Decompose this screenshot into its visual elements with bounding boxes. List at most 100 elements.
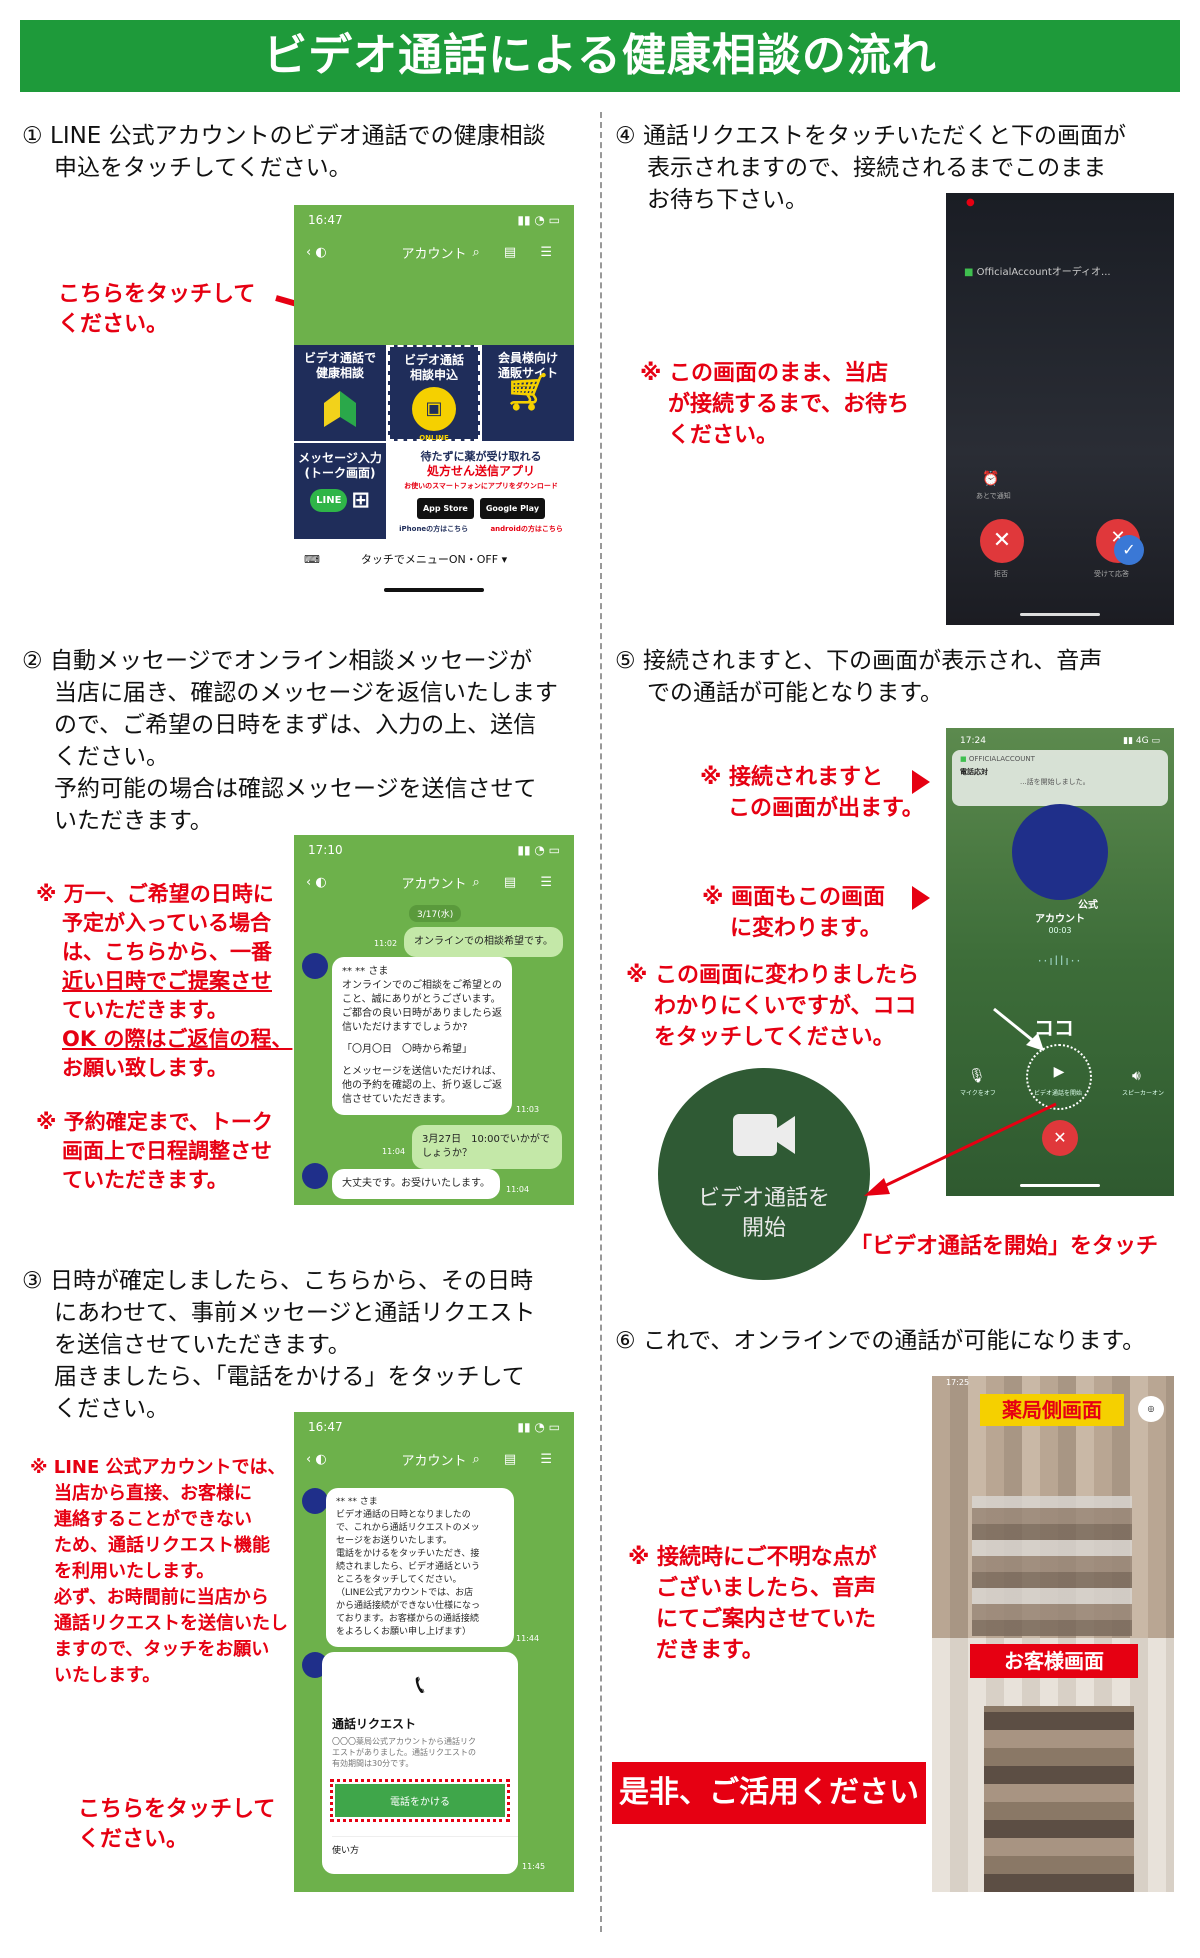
phone-screenshot-menu: 16:47▮▮ ◔ ▭ ‹ ◐アカウント⌕ ▤ ☰ ビデオ通話で 健康相談 ビデ… — [294, 205, 574, 610]
chat-time: 11:45 — [522, 1862, 546, 1871]
zoomed-video-button[interactable]: ビデオ通話を 開始 — [658, 1068, 870, 1280]
step6-line: これで、オンラインでの通話が可能になります。 — [643, 1328, 1146, 1354]
back-icon[interactable]: ‹ ◐ — [306, 1451, 327, 1467]
note-line: わかりにくいですが、ココ — [654, 994, 917, 1019]
decline-button[interactable]: ✕ — [980, 519, 1024, 563]
notif-title: 電話応対 — [960, 768, 988, 776]
google-play-badge[interactable]: Google Play — [479, 498, 546, 519]
mute-label: マイクをオフ — [960, 1090, 996, 1097]
speaker-icon[interactable]: 🔊︎ — [1132, 1068, 1141, 1084]
note-line: だきます。 — [656, 1638, 764, 1663]
note-line: に変わります。 — [730, 916, 882, 941]
callout-arrow-head — [912, 770, 930, 794]
note-line: OK の際はご返信の程、 — [62, 1027, 293, 1051]
nav-actions-icon[interactable]: ⌕ ▤ ☰ — [472, 1451, 562, 1467]
menu-cell-shop[interactable]: 会員様向け 通販サイト 🛒︎ — [482, 345, 574, 441]
cta-banner: 是非、ご活用ください — [612, 1762, 926, 1824]
step3-line: を送信させていただきます。 — [54, 1332, 351, 1358]
bubble-line: 「〇月〇日 〇時から希望」 — [342, 1044, 472, 1055]
online-tag: ONLINE — [419, 434, 449, 442]
menu-cell-video-consult[interactable]: ビデオ通話で 健康相談 — [294, 345, 386, 441]
menu-cell-prescription-app[interactable]: 待たずに薬が受け取れる 処方せん送信アプリ お使いのスマートフォンにアプリをダウ… — [388, 443, 574, 539]
step1-callout: こちらをタッチして ください。 — [58, 280, 255, 340]
chat-time: 11:44 — [516, 1634, 540, 1643]
menu-cell-message[interactable]: メッセージ入力 (トーク画面) LINE ⊞ — [294, 443, 386, 539]
chat-bubble-user: 3月27日 10:00でいかがでしょうか？ — [412, 1125, 562, 1169]
note-line: ※ 接続されますと — [700, 765, 884, 790]
bubble-line: オンラインでのご相談をご希望との — [342, 980, 502, 991]
step3-line: にあわせて、事前メッセージと通話リクエスト — [54, 1300, 536, 1326]
usage-link[interactable]: 使い方 — [332, 1836, 518, 1856]
menu-cell-video-apply[interactable]: ビデオ通話 相談申込 ▣ ONLINE — [388, 345, 480, 442]
call-button[interactable]: 電話をかける — [335, 1784, 505, 1817]
step2-note2: ※ 予約確定まで、トーク 画面上で日程調整させ ていただきます。 — [36, 1108, 296, 1195]
mic-indicator-icon: ● — [966, 197, 975, 208]
remind-label: あとで通知 — [976, 492, 1011, 500]
phone-screenshot-chat: 17:10▮▮ ◔ ▭ ‹ ◐アカウント⌕ ▤ ☰ 3/17(水) オンラインで… — [294, 835, 574, 1205]
step5-line: 接続されますと、下の画面が表示され、音声 — [643, 648, 1103, 674]
speaker-label: スピーカーオン — [1122, 1090, 1165, 1097]
caller-name-tag: 公式 — [1078, 900, 1098, 911]
callout-arrow-head — [912, 886, 930, 910]
shop-avatar — [302, 953, 328, 979]
app-store-badge[interactable]: App Store — [416, 498, 474, 519]
card-text-line: エストがありました。通話リクエストの — [332, 1748, 476, 1757]
alarm-icon[interactable]: ⏰ — [982, 471, 1000, 487]
back-icon[interactable]: ‹ ◐ — [306, 874, 327, 890]
bubble-line: 信いただけますでしょうか? — [342, 1022, 468, 1033]
android-note: androidの方はこちら — [490, 525, 563, 533]
step1-line2: 申込をタッチしてください。 — [54, 155, 352, 181]
incoming-header: ■ OfficialAccountオーディオ... — [964, 263, 1111, 278]
audio-wave-icon: ··ıllı·· — [1037, 954, 1083, 968]
zoom-label-line: ビデオ通話を — [697, 1186, 830, 1211]
line-logo-icon: ◎ — [1138, 1396, 1164, 1422]
call-notification[interactable]: ■ OFFICIALACCOUNT 電話応対 ...話を開始しました。 — [952, 750, 1168, 806]
home-indicator — [384, 588, 484, 592]
step2-line: いただきます。 — [54, 808, 213, 834]
page-title-banner: ビデオ通話による健康相談の流れ — [20, 20, 1180, 92]
chat-bubble-user: オンラインでの相談希望です。 — [404, 927, 563, 957]
decline-label: 拒否 — [994, 570, 1008, 578]
step4-line: 通話リクエストをタッチいただくと下の画面が — [643, 123, 1126, 149]
line-logo: LINE — [310, 489, 348, 512]
nav-actions-icon[interactable]: ⌕ ▤ ☰ — [472, 874, 562, 890]
step1-line1: LINE 公式アカウントのビデオ通話での健康相談 — [50, 123, 546, 149]
step5-note3: ※ この画面に変わりましたら わかりにくいですが、ココ をタッチしてください。 — [626, 960, 942, 1053]
zoom-label-line: 開始 — [741, 1216, 786, 1241]
note-line: ため、通話リクエスト機能 — [54, 1535, 270, 1556]
notif-app: OFFICIALACCOUNT — [968, 755, 1035, 763]
pharmacy-face-mosaic — [972, 1496, 1132, 1636]
bubble-line: 信させていただきます。 — [342, 1094, 451, 1105]
bubble-line: とメッセージを送信いただければ、 — [342, 1066, 502, 1077]
note-line: 予定が入っている場合 — [62, 911, 271, 935]
bubble-line: ところをタッチしてください。 — [336, 1575, 462, 1585]
menu-toggle-label: タッチでメニューON・OFF ▾ — [360, 553, 508, 566]
note-line: は、こちらから、一番 — [62, 940, 272, 964]
back-icon[interactable]: ‹ ◐ — [306, 244, 327, 260]
nav-title: アカウント — [401, 246, 467, 262]
call-duration: 00:03 — [1048, 926, 1072, 935]
menu-toggle-bar[interactable]: ⌨ タッチでメニューON・OFF ▾ — [294, 545, 574, 573]
shop-avatar — [302, 1163, 328, 1189]
chat-time: 11:04 — [506, 1185, 530, 1194]
video-start-button[interactable]: ▶︎ — [1026, 1044, 1092, 1110]
chat-time: 11:04 — [382, 1147, 406, 1156]
chat-time: 11:02 — [374, 939, 398, 948]
phone-screenshot-call-request: 16:47▮▮ ◔ ▭ ‹ ◐アカウント⌕ ▤ ☰ ** ** さま ビデオ通話… — [294, 1412, 574, 1892]
accept-check-icon[interactable]: ✓ — [1114, 535, 1144, 565]
step5-caption: 「ビデオ通話を開始」をタッチ — [850, 1234, 1159, 1259]
end-call-button[interactable]: ✕ — [1042, 1120, 1078, 1156]
menu-cell-label: (トーク画面) — [304, 466, 376, 480]
mic-icon[interactable]: 🎙︎ — [968, 1068, 986, 1084]
note-line: ※ この画面のまま、当店 — [640, 361, 889, 386]
status-time: 17:24 — [960, 736, 986, 746]
nav-actions-icon[interactable]: ⌕ ▤ ☰ — [472, 244, 562, 260]
step3-line: ください。 — [54, 1396, 169, 1422]
note-line: ていただきます。 — [62, 998, 228, 1022]
menu-cell-label: 会員様向け — [497, 351, 558, 365]
step4-line: 表示されますので、接続されるまでこのまま — [647, 155, 1107, 181]
keyboard-icon[interactable]: ⌨ — [304, 552, 320, 566]
bubble-line: をよろしくお願い申し上げます） — [336, 1627, 472, 1637]
